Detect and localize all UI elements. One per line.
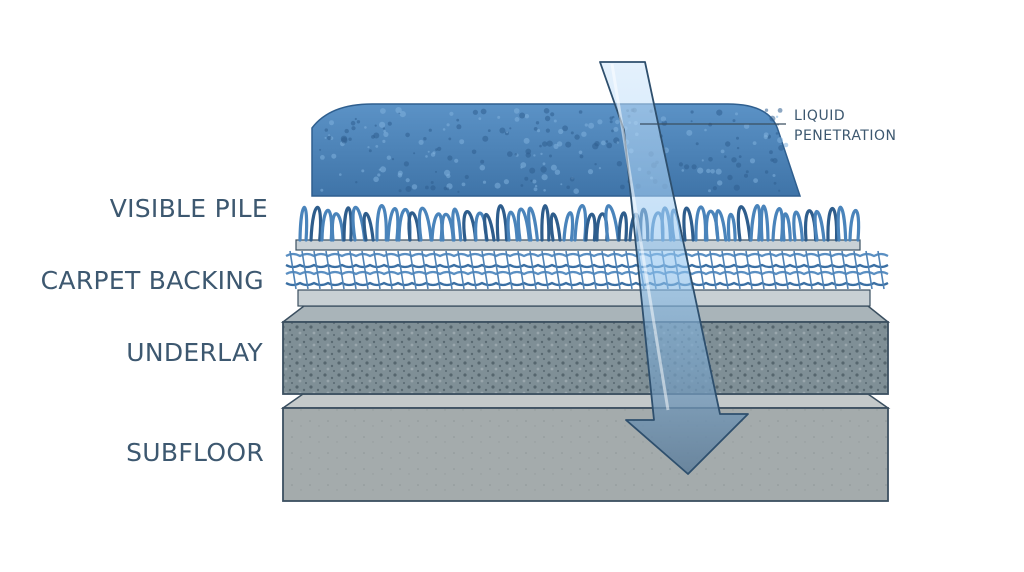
underlay-layer (280, 305, 891, 395)
liquid-penetration-callout: LIQUID PENETRATION (794, 106, 896, 146)
visible-pile-layer (298, 103, 861, 242)
callout-line-1: LIQUID (794, 108, 846, 124)
subfloor-layer (280, 393, 891, 502)
callout-line-2: PENETRATION (794, 128, 897, 144)
visible-pile-label: VISIBLE PILE (109, 194, 268, 223)
liquid-penetration-arrow (599, 61, 749, 475)
subfloor-label: SUBFLOOR (126, 438, 264, 467)
carpet-backing-label: CARPET BACKING (40, 266, 264, 295)
carpet-backing-layer (285, 239, 889, 307)
underlay-label: UNDERLAY (126, 338, 263, 367)
